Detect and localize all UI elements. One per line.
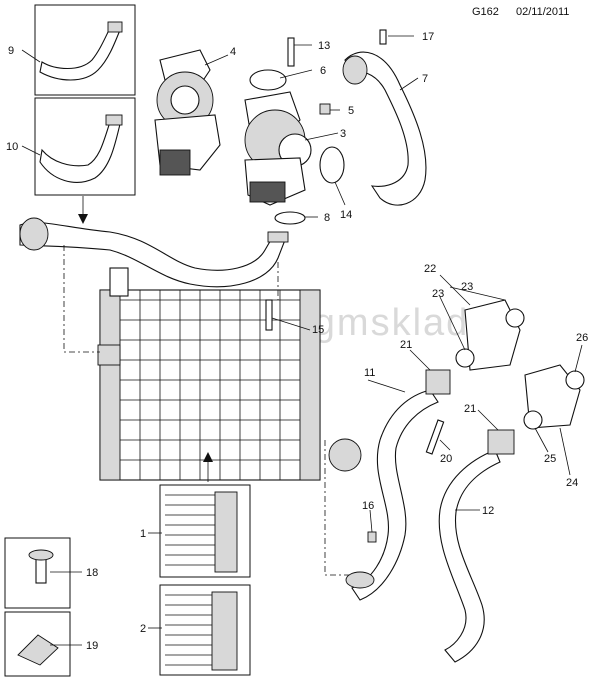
clamp-14 <box>319 146 345 184</box>
callout-21b: 21 <box>464 403 476 415</box>
callout-19: 19 <box>86 640 98 652</box>
diagram-code: G162 <box>472 6 499 18</box>
callout-9: 9 <box>8 45 14 57</box>
turbocharger-3 <box>244 91 312 206</box>
bolt-17 <box>379 29 387 45</box>
callout-21a: 21 <box>400 339 412 351</box>
o-ring-23b <box>455 348 475 368</box>
leader-lines <box>21 35 583 646</box>
callout-23a: 23 <box>461 281 473 293</box>
bolt-20 <box>425 419 445 455</box>
callout-5: 5 <box>348 105 354 117</box>
callout-10: 10 <box>6 141 18 153</box>
intercooler <box>97 267 362 481</box>
callout-16: 16 <box>362 500 374 512</box>
callout-11: 11 <box>364 367 375 379</box>
hose-12 <box>438 449 501 663</box>
stud-13 <box>287 37 295 67</box>
callout-20: 20 <box>440 453 452 465</box>
diagram-date: 02/11/2011 <box>516 6 570 18</box>
hose-11 <box>351 389 439 601</box>
callout-13: 13 <box>318 40 330 52</box>
arrow-down-icon <box>78 214 88 224</box>
turbocharger-4 <box>154 49 221 176</box>
callout-23b: 23 <box>432 288 444 300</box>
callout-25: 25 <box>544 453 556 465</box>
hose-11-clamp <box>425 369 451 395</box>
inset-hose-9 <box>34 4 136 96</box>
o-ring-26 <box>565 370 585 390</box>
callout-26: 26 <box>576 332 588 344</box>
gasket-8 <box>274 211 306 225</box>
callout-1: 1 <box>140 528 146 540</box>
inset-clip-19 <box>4 611 71 677</box>
callout-2: 2 <box>140 623 146 635</box>
callout-12: 12 <box>482 505 494 517</box>
o-ring-23a <box>505 308 525 328</box>
callout-22: 22 <box>424 263 436 275</box>
callout-14: 14 <box>340 209 352 221</box>
charge-air-hose-upper <box>19 222 286 288</box>
nut-5 <box>319 103 331 115</box>
hose-12-clamp <box>487 429 515 455</box>
callout-18: 18 <box>86 567 98 579</box>
bolt-16 <box>367 531 377 543</box>
hose-end-left <box>19 217 49 251</box>
callout-15: 15 <box>312 324 324 336</box>
callout-8: 8 <box>324 212 330 224</box>
callout-3: 3 <box>340 128 346 140</box>
callout-17: 17 <box>422 31 434 43</box>
callout-24: 24 <box>566 477 578 489</box>
callout-labels: 1 2 3 4 5 6 7 8 9 10 11 12 13 14 15 16 1… <box>6 31 588 652</box>
callout-4: 4 <box>230 46 236 58</box>
pipe-7-end <box>342 55 368 85</box>
o-ring-25 <box>523 410 543 430</box>
bolt-15 <box>265 299 273 331</box>
callout-7: 7 <box>422 73 428 85</box>
hose-10-clamp <box>105 114 123 126</box>
hose-9-clamp <box>107 21 123 33</box>
hose-end-clamp <box>267 231 289 243</box>
arrow-up-icon <box>203 452 213 462</box>
gasket-6 <box>249 69 287 91</box>
callout-6: 6 <box>320 65 326 77</box>
